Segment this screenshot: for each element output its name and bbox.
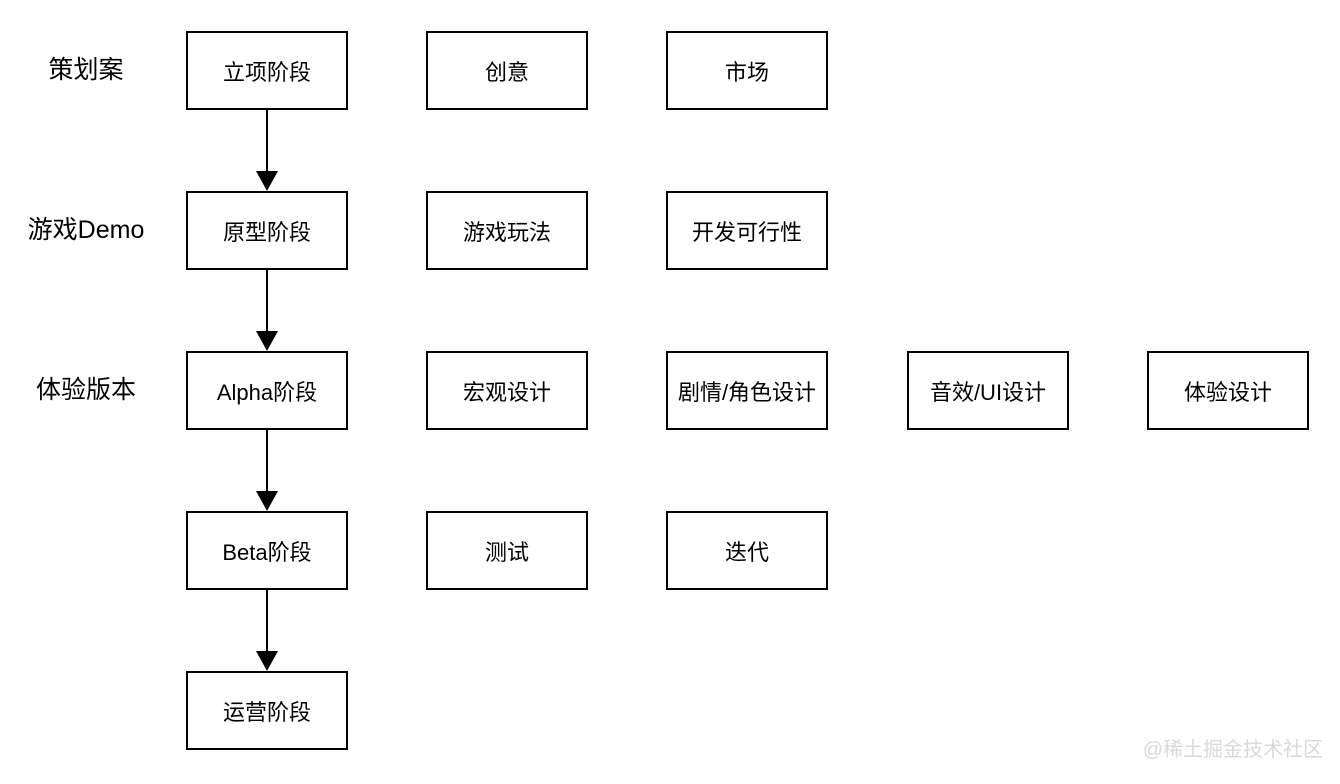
node-macro-design: 宏观设计 <box>426 351 588 430</box>
node-sound-ui-design: 音效/UI设计 <box>907 351 1069 430</box>
node-dev-feasibility: 开发可行性 <box>666 191 828 270</box>
node-beta-stage: Beta阶段 <box>186 511 348 590</box>
arrow-beta-to-operation <box>256 590 278 671</box>
node-initiation-stage: 立项阶段 <box>186 31 348 110</box>
node-idea: 创意 <box>426 31 588 110</box>
node-alpha-stage: Alpha阶段 <box>186 351 348 430</box>
row-label-game-demo: 游戏Demo <box>27 216 145 244</box>
arrow-prototype-to-alpha <box>256 270 278 351</box>
node-experience-design: 体验设计 <box>1147 351 1309 430</box>
node-iteration: 迭代 <box>666 511 828 590</box>
node-gameplay: 游戏玩法 <box>426 191 588 270</box>
arrow-alpha-to-beta <box>256 430 278 511</box>
arrow-initiation-to-prototype <box>256 110 278 191</box>
row-label-planning-doc: 策划案 <box>48 56 124 84</box>
node-operation-stage: 运营阶段 <box>186 671 348 750</box>
node-testing: 测试 <box>426 511 588 590</box>
node-prototype-stage: 原型阶段 <box>186 191 348 270</box>
node-market: 市场 <box>666 31 828 110</box>
row-label-experience-version: 体验版本 <box>35 376 136 404</box>
watermark: @稀土掘金技术社区 <box>1142 739 1323 761</box>
node-story-character-design: 剧情/角色设计 <box>666 351 828 430</box>
